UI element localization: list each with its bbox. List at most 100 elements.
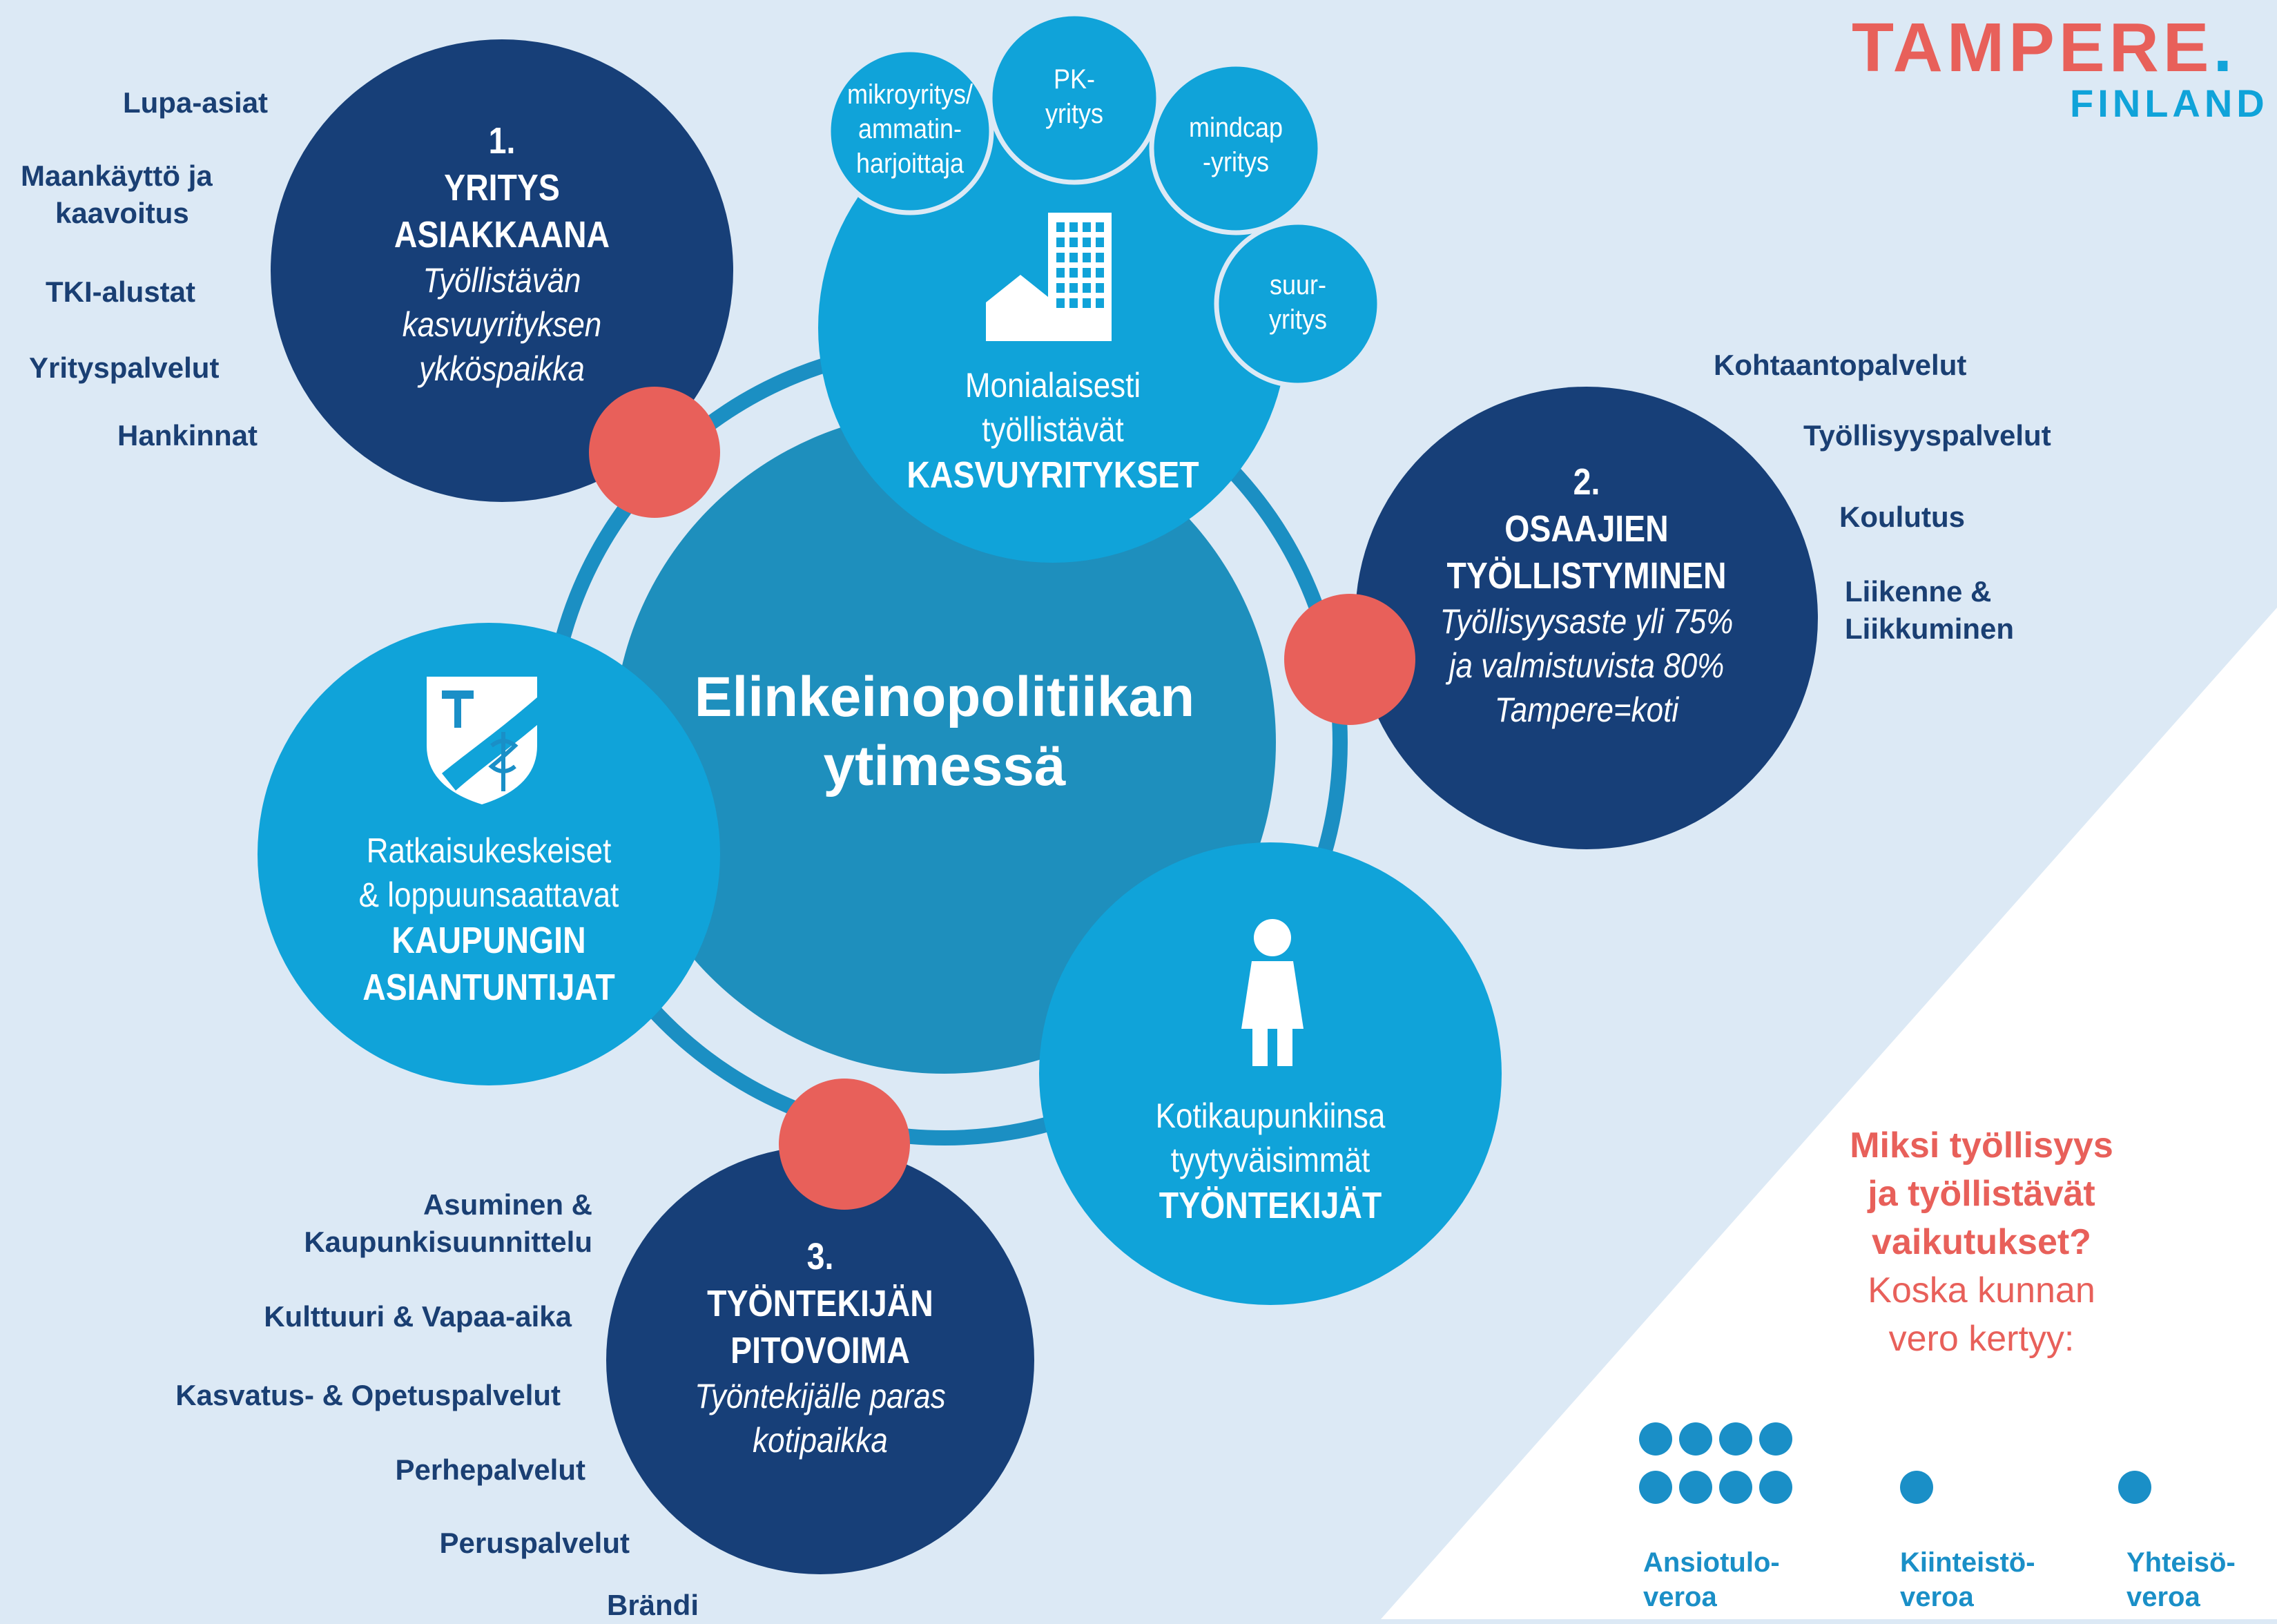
circle-3-sub-2: kotipaikka bbox=[753, 1421, 888, 1460]
tax-dot bbox=[1719, 1422, 1752, 1456]
circle-2-heading-2: TYÖLLISTYMINEN bbox=[1446, 555, 1727, 597]
bubble-pk-text: PK- yritys bbox=[1000, 62, 1149, 131]
tax-ansiotulo-line-1: Ansiotulo- bbox=[1643, 1547, 1780, 1578]
bubble-mindcap-text: mindcap -yritys bbox=[1161, 110, 1310, 180]
bottom-item-kulttuuri: Kulttuuri & Vapaa-aika bbox=[264, 1300, 572, 1333]
bottom-item-kasvatus: Kasvatus- & Opetuspalvelut bbox=[175, 1379, 561, 1411]
circle-2-sub-3: Tampere=koti bbox=[1494, 690, 1679, 729]
bubble-micro bbox=[826, 47, 994, 215]
building-window bbox=[1069, 222, 1078, 232]
growth-bold: KASVUYRITYKSET bbox=[907, 454, 1199, 496]
white-diagonal-panel bbox=[1381, 608, 2277, 1619]
circle-2-sub-1: Työllisyysaste yli 75% bbox=[1440, 602, 1734, 641]
building-window bbox=[1056, 298, 1065, 308]
tax-dot bbox=[1900, 1471, 1933, 1504]
circle-3-number: 3. bbox=[806, 1236, 834, 1277]
tax-dot bbox=[1679, 1422, 1712, 1456]
bubble-mindcap-line-2: -yritys bbox=[1203, 147, 1269, 177]
tax-ansiotulo-line-2: veroa bbox=[1643, 1582, 1717, 1612]
experts-line-1: Ratkaisukeskeiset bbox=[366, 831, 612, 870]
right-item-tyollisyys: Työllisyyspalvelut bbox=[1803, 419, 2051, 452]
circle-2-text: 2. OSAAJIEN TYÖLLISTYMINEN Työllisyysast… bbox=[1386, 458, 1787, 732]
why-bold-2: ja työllistävät bbox=[1868, 1174, 2095, 1214]
bubble-pk-line-1: PK- bbox=[1053, 64, 1096, 95]
right-item-kohtaanto: Kohtaantopalvelut bbox=[1714, 349, 1967, 381]
building-window bbox=[1096, 298, 1104, 308]
tax-yhteiso-line-1: Yhteisö- bbox=[2126, 1547, 2236, 1578]
building-window bbox=[1083, 268, 1091, 278]
experts-bold-1: KAUPUNGIN bbox=[391, 920, 586, 961]
bubble-suur-text: suur- yritys bbox=[1223, 268, 1373, 337]
bubble-pk bbox=[987, 11, 1161, 185]
circle-1-sub-1: Työllistävän bbox=[423, 261, 581, 300]
left-item-maankaytto: Maankäyttö ja bbox=[21, 160, 213, 192]
circle-2-number: 2. bbox=[1573, 461, 1600, 503]
building-window bbox=[1056, 222, 1065, 232]
left-item-hankinnat: Hankinnat bbox=[117, 419, 258, 452]
why-normal-2: vero kertyy: bbox=[1888, 1319, 2075, 1359]
tax-label-yhteiso: Yhteisö- veroa bbox=[2126, 1545, 2236, 1614]
bubble-suur-line-2: yritys bbox=[1268, 304, 1327, 335]
circle-1-sub-3: ykköspaikka bbox=[419, 349, 585, 388]
growth-text: Monialaisesti työllistävät KASVUYRITYKSE… bbox=[880, 363, 1225, 499]
building-window bbox=[1056, 268, 1065, 278]
tax-kiinteisto-line-1: Kiinteistö- bbox=[1900, 1547, 2035, 1578]
building-window bbox=[1083, 222, 1091, 232]
tax-kiinteisto-line-2: veroa bbox=[1900, 1582, 1974, 1612]
right-item-liikenne: Liikenne & bbox=[1845, 575, 1992, 608]
bubble-micro-line-1: mikroyritys/ bbox=[847, 79, 973, 110]
connector-dot-3 bbox=[779, 1079, 910, 1210]
experts-circle bbox=[258, 623, 720, 1085]
person-icon bbox=[1241, 919, 1304, 1066]
bubble-suur bbox=[1214, 220, 1382, 388]
workers-bold: TYÖNTEKIJÄT bbox=[1159, 1185, 1382, 1226]
experts-line-2: & loppuunsaattavat bbox=[358, 876, 619, 914]
building-window bbox=[1083, 298, 1091, 308]
tax-dot bbox=[1759, 1422, 1792, 1456]
workers-line-1: Kotikaupunkiinsa bbox=[1155, 1096, 1386, 1135]
bubble-micro-line-2: ammatin- bbox=[857, 114, 962, 144]
why-bold-3: vaikutukset? bbox=[1872, 1222, 2091, 1262]
building-window bbox=[1083, 283, 1091, 293]
bottom-item-perhepalvelut: Perhepalvelut bbox=[395, 1453, 585, 1486]
tax-dot bbox=[1759, 1471, 1792, 1504]
tax-dots bbox=[1639, 1422, 2151, 1504]
core-line-1: Elinkeinopolitiikan bbox=[694, 666, 1195, 728]
right-item-koulutus: Koulutus bbox=[1839, 501, 1965, 533]
bubble-mindcap bbox=[1149, 61, 1323, 235]
bottom-item-asuminen: Asuminen & bbox=[423, 1188, 592, 1221]
tax-label-kiinteisto: Kiinteistö- veroa bbox=[1900, 1545, 2035, 1614]
circle-3-heading-1: TYÖNTEKIJÄN bbox=[707, 1283, 933, 1324]
tax-dot bbox=[1639, 1471, 1672, 1504]
bubble-suur-line-1: suur- bbox=[1269, 270, 1327, 300]
experts-bold-2: ASIANTUNTIJAT bbox=[362, 967, 615, 1008]
growth-line-1: Monialaisesti bbox=[965, 366, 1141, 405]
connector-dot-2 bbox=[1284, 594, 1415, 725]
left-item-yrityspalvelut: Yrityspalvelut bbox=[29, 351, 220, 384]
why-bold-1: Miksi työllisyys bbox=[1850, 1125, 2113, 1166]
why-section: Miksi työllisyys ja työllistävät vaikutu… bbox=[1774, 1121, 2189, 1363]
circle-1-heading-2: ASIAKKAANA bbox=[394, 214, 610, 255]
building-window bbox=[1056, 253, 1065, 262]
circle-3-tyontekijan bbox=[606, 1146, 1034, 1574]
left-item-kaavoitus: kaavoitus bbox=[55, 197, 189, 229]
circle-1-heading-1: YRITYS bbox=[444, 167, 560, 209]
tax-dot bbox=[1719, 1471, 1752, 1504]
coat-of-arms-icon bbox=[427, 677, 537, 804]
building-window bbox=[1096, 238, 1104, 247]
why-normal-1: Koska kunnan bbox=[1868, 1270, 2095, 1311]
core-title: Elinkeinopolitiikan ytimessä bbox=[641, 663, 1248, 801]
building-window bbox=[1069, 283, 1078, 293]
workers-circle bbox=[1039, 842, 1502, 1305]
tax-yhteiso-line-2: veroa bbox=[2126, 1582, 2200, 1612]
growth-line-2: työllistävät bbox=[982, 410, 1124, 449]
bubble-pk-line-2: yritys bbox=[1045, 99, 1103, 129]
tax-dot bbox=[1639, 1422, 1672, 1456]
building-window bbox=[1069, 298, 1078, 308]
tax-dot bbox=[2118, 1471, 2151, 1504]
building-window bbox=[1069, 238, 1078, 247]
circle-3-sub-1: Työntekijälle paras bbox=[695, 1377, 946, 1415]
logo-sub: FINLAND bbox=[2070, 81, 2269, 125]
circle-1-yritys bbox=[271, 39, 733, 502]
